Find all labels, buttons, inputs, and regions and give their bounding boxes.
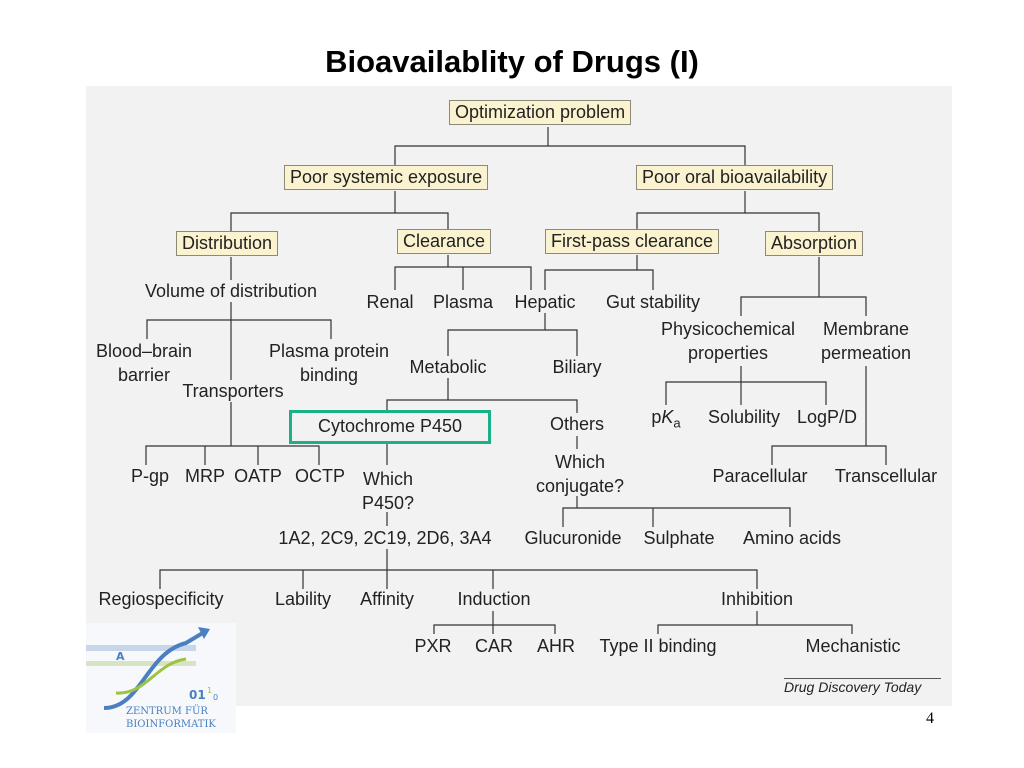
node-plasma: Plasma <box>432 292 494 312</box>
node-ahr: AHR <box>536 636 576 656</box>
node-pxr: PXR <box>414 636 452 656</box>
node-logpd: LogP/D <box>796 407 858 427</box>
pka-k: K <box>661 407 674 427</box>
node-inhibition: Inhibition <box>720 589 794 609</box>
node-mechanistic: Mechanistic <box>805 636 901 656</box>
node-volume-of-distribution: Volume of distribution <box>144 281 318 301</box>
node-metabolic: Metabolic <box>409 357 487 377</box>
node-solubility: Solubility <box>707 407 781 427</box>
node-cytochrome-p450-label: Cytochrome P450 <box>317 416 463 436</box>
node-blood-brain-barrier: Blood–brain barrier <box>95 341 193 385</box>
node-clearance: Clearance <box>397 229 492 254</box>
node-oatp: OATP <box>234 466 282 486</box>
node-gut-stability: Gut stability <box>605 292 701 312</box>
node-distribution: Distribution <box>176 231 279 256</box>
node-which-conjugate: Which conjugate? <box>535 452 625 496</box>
svg-text:1: 1 <box>207 686 212 695</box>
node-transporters: Transporters <box>182 381 284 401</box>
node-regiospecificity: Regiospecificity <box>98 589 224 609</box>
node-others: Others <box>549 414 605 434</box>
node-pgp: P-gp <box>130 466 170 486</box>
node-transcellular: Transcellular <box>834 466 938 486</box>
node-first-pass-clearance: First-pass clearance <box>545 229 720 254</box>
node-type-ii-binding: Type II binding <box>599 636 717 656</box>
zentrum-bioinformatik-logo: A 01 1 0 ZENTRUM FÜR BIOINFORMATIK <box>86 623 236 733</box>
node-paracellular: Paracellular <box>712 466 808 486</box>
node-renal: Renal <box>366 292 414 312</box>
node-biliary: Biliary <box>552 357 602 377</box>
credit-divider <box>784 678 941 679</box>
node-lability: Lability <box>274 589 332 609</box>
page-number: 4 <box>926 710 934 727</box>
slide-title: Bioavailablity of Drugs (I) <box>325 44 699 79</box>
node-isoforms: 1A2, 2C9, 2C19, 2D6, 3A4 <box>278 528 492 548</box>
svg-text:A: A <box>116 650 125 663</box>
node-octp: OCTP <box>294 466 346 486</box>
pka-prefix: p <box>651 407 662 427</box>
pka-sub: a <box>673 415 681 431</box>
svg-text:BIOINFORMATIK: BIOINFORMATIK <box>126 719 216 730</box>
node-amino-acids: Amino acids <box>742 528 842 548</box>
svg-text:0: 0 <box>213 693 218 702</box>
node-cytochrome-p450: Cytochrome P450 <box>289 410 491 444</box>
node-affinity: Affinity <box>360 589 414 609</box>
svg-text:ZENTRUM FÜR: ZENTRUM FÜR <box>126 705 208 717</box>
node-pka: pKa <box>651 407 680 434</box>
node-absorption: Absorption <box>765 231 864 256</box>
node-sulphate: Sulphate <box>643 528 715 548</box>
svg-text:01: 01 <box>189 688 206 702</box>
node-membrane-permeation: Membrane permeation <box>820 319 912 363</box>
node-optimization-problem: Optimization problem <box>449 100 632 125</box>
node-mrp: MRP <box>185 466 225 486</box>
node-which-p450: Which P450? <box>361 469 415 513</box>
node-induction: Induction <box>457 589 531 609</box>
source-credit: Drug Discovery Today <box>784 679 922 695</box>
node-glucuronide: Glucuronide <box>524 528 622 548</box>
node-plasma-protein-binding: Plasma protein binding <box>268 341 390 385</box>
node-hepatic: Hepatic <box>514 292 576 312</box>
node-poor-systemic-exposure: Poor systemic exposure <box>284 165 489 190</box>
node-car: CAR <box>474 636 514 656</box>
node-poor-oral-bioavailability: Poor oral bioavailability <box>636 165 834 190</box>
node-physicochemical-properties: Physicochemical properties <box>660 319 796 363</box>
